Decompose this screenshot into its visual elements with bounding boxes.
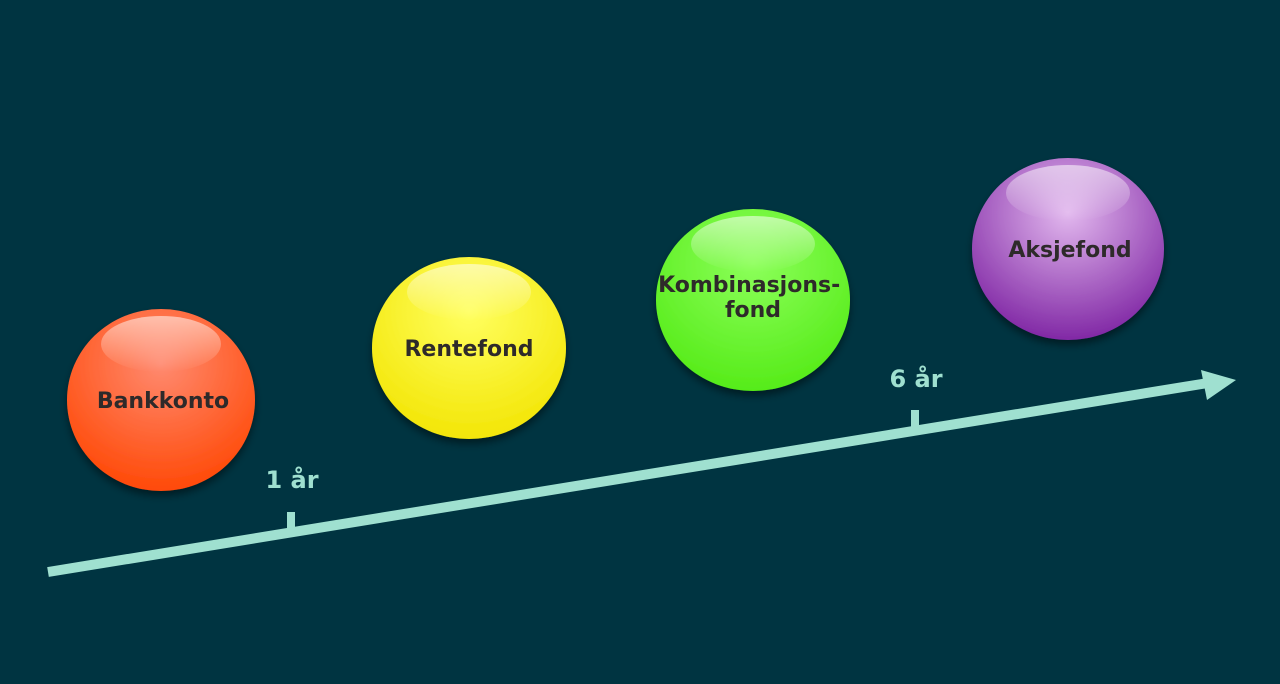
bubble-rentefond: Rentefond xyxy=(372,257,566,439)
tick-label-1-year: 1 år xyxy=(265,465,318,494)
bubble-highlight xyxy=(691,216,815,272)
bubble-bankkonto: Bankkonto xyxy=(67,309,255,491)
axis-tick-1: 1 år xyxy=(265,465,319,534)
bubble-label: Aksjefond xyxy=(1008,238,1131,263)
tick-mark xyxy=(911,410,919,432)
bubble-aksjefond: Aksjefond xyxy=(972,158,1164,340)
bubble-label: Rentefond xyxy=(404,337,533,362)
bubble-kombinasjonsfond: Kombinasjons- fond xyxy=(656,209,850,391)
bubble-label: Kombinasjons- fond xyxy=(658,273,848,323)
timeline-arrowhead xyxy=(1201,370,1236,400)
bubble-highlight xyxy=(1006,165,1130,221)
bubble-highlight xyxy=(407,264,531,320)
timeline-axis xyxy=(47,370,1236,577)
axis-tick-2: 6 år xyxy=(889,364,943,432)
tick-label-6-years: 6 år xyxy=(889,364,942,393)
bubble-highlight xyxy=(101,316,221,372)
tick-mark xyxy=(287,512,295,534)
bubble-label: Bankkonto xyxy=(97,389,229,414)
timeline-line xyxy=(47,378,1209,577)
